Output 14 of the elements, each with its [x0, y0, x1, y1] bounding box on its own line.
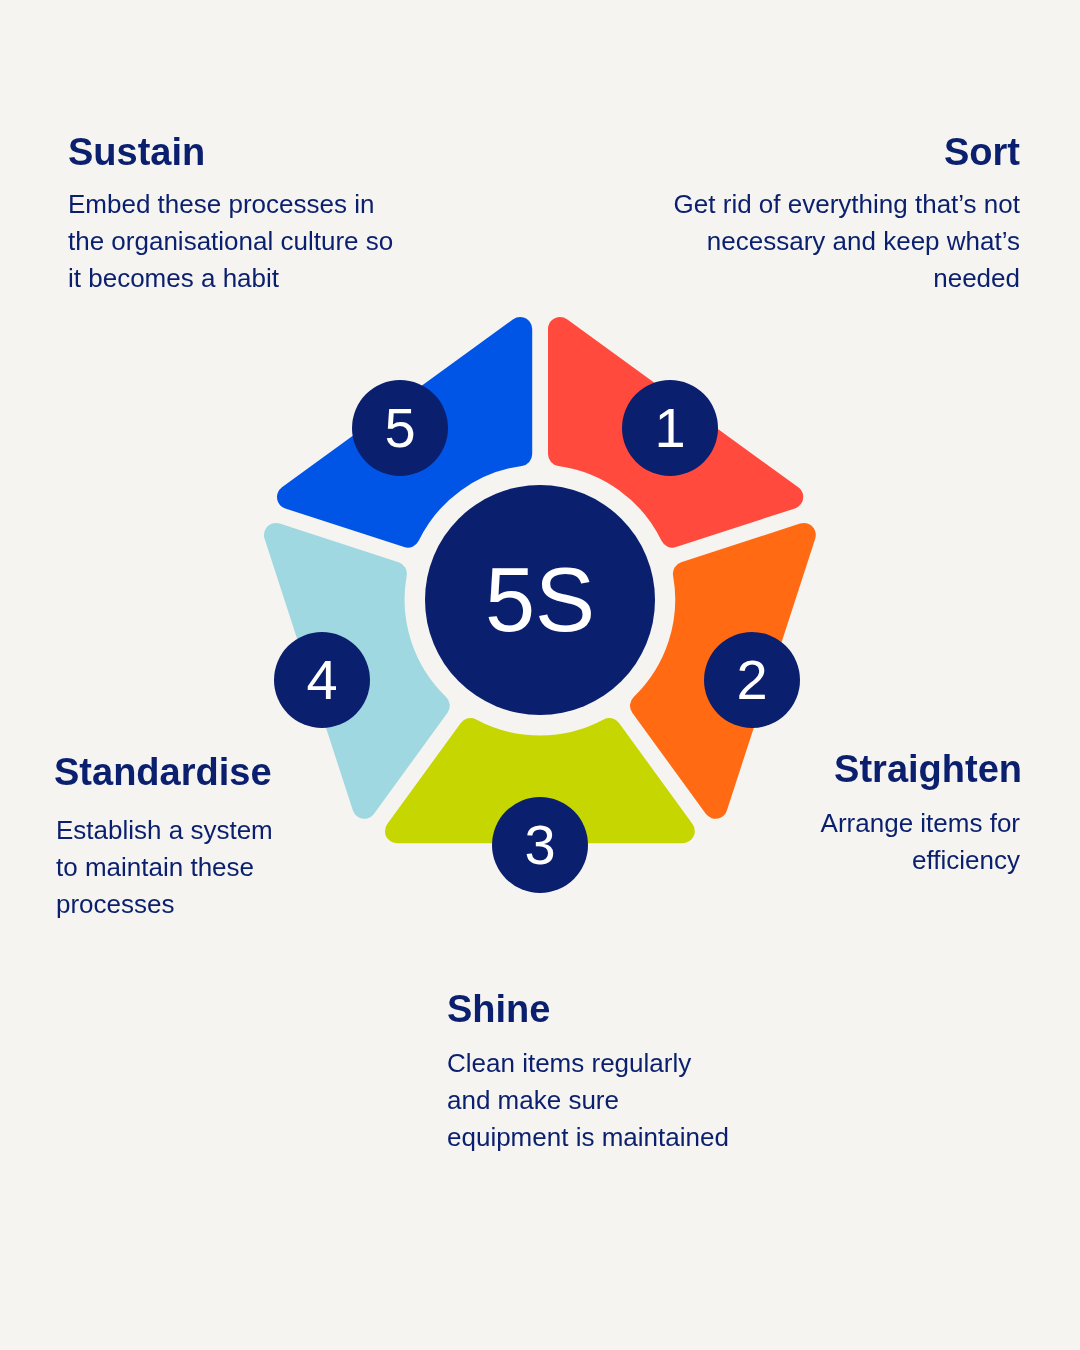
step-heading: Standardise [54, 750, 273, 794]
step-description: Arrange items for efficiency [819, 807, 1020, 877]
pentagon-segment [276, 317, 532, 548]
step-description: Get rid of everything that’s not necessary and keep what’s needed [672, 188, 1020, 295]
pentagon-segment [548, 317, 804, 548]
step-description: Clean items regularly and make sure equipment is maintained [447, 1047, 730, 1154]
step-heading: Straighten [833, 747, 1022, 791]
step-heading: Sustain [68, 130, 207, 174]
center-circle: 5S [425, 485, 655, 715]
step-description: Embed these processes in the organisational culture so it becomes a habit [68, 188, 395, 295]
step-heading: Sort [943, 130, 1020, 174]
number-circle: 4 [274, 632, 370, 728]
step-heading: Shine [447, 987, 552, 1031]
step-description: Establish a system to maintain these processes [56, 814, 274, 921]
